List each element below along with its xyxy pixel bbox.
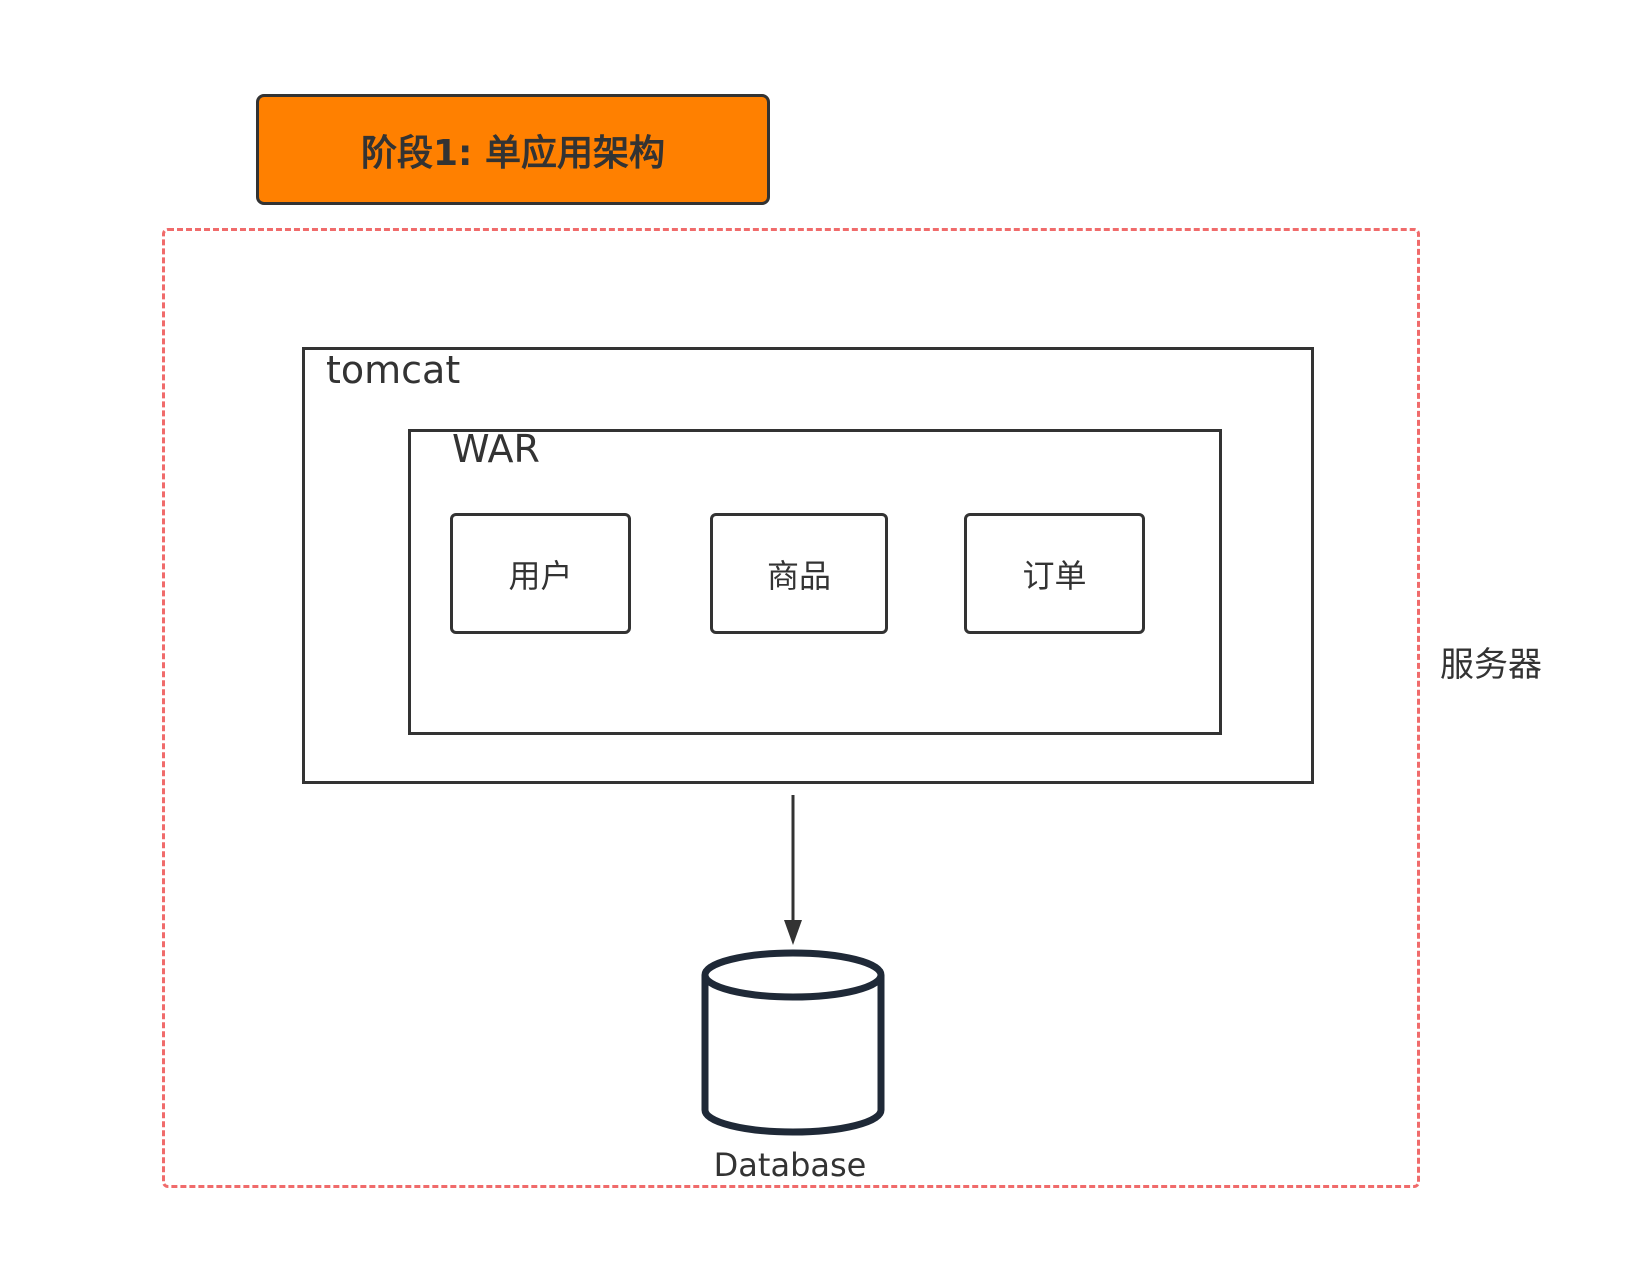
- tomcat-container: [302, 347, 1314, 784]
- tomcat-label: tomcat: [326, 348, 461, 392]
- stage-title: 阶段1: 单应用架构: [256, 94, 770, 205]
- server-boundary: [162, 228, 1420, 1188]
- database-icon: [701, 949, 885, 1136]
- module-product: 商品: [710, 513, 888, 634]
- module-user: 用户: [450, 513, 631, 634]
- server-label: 服务器: [1440, 645, 1542, 685]
- database-label: Database: [713, 1146, 867, 1184]
- module-order: 订单: [964, 513, 1145, 634]
- war-label: WAR: [452, 427, 540, 471]
- war-package: [408, 429, 1222, 735]
- connector-arrow: [784, 795, 802, 945]
